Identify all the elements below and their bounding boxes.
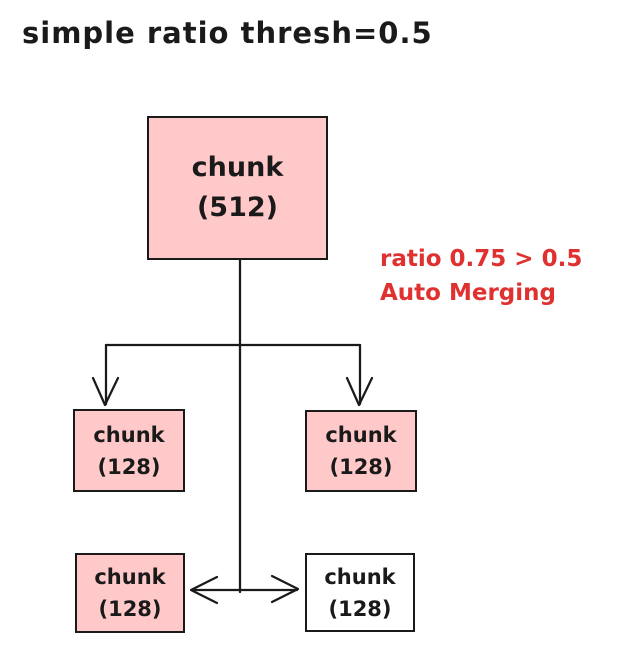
arrow-down-left-icon (91, 376, 120, 407)
node-size: (128) (97, 454, 161, 479)
node-chunk-128-merged-right: chunk (128) (305, 553, 415, 632)
arrow-left-icon (189, 575, 219, 605)
node-label: chunk (325, 423, 397, 447)
node-label: chunk (324, 564, 396, 589)
node-chunk-128-child-left: chunk (128) (73, 409, 185, 492)
node-size: (128) (328, 596, 392, 621)
node-size: (128) (98, 597, 162, 621)
node-label: chunk (93, 422, 165, 447)
node-chunk-128-merged-left: chunk (128) (75, 553, 185, 633)
node-size: (512) (196, 192, 279, 223)
node-chunk-128-child-right: chunk (128) (305, 410, 417, 492)
annotation-merging-line: Auto Merging (380, 280, 556, 306)
node-label: chunk (94, 565, 166, 589)
node-chunk-512: chunk (512) (147, 116, 328, 260)
node-label: chunk (191, 152, 284, 183)
arrow-down-right-icon (345, 376, 374, 407)
node-size: (128) (329, 455, 393, 479)
diagram-title: simple ratio thresh=0.5 (22, 16, 433, 50)
annotation-ratio-line: ratio 0.75 > 0.5 (380, 246, 583, 272)
arrow-right-icon (270, 574, 300, 604)
merge-annotation: ratio 0.75 > 0.5 Auto Merging (380, 242, 582, 310)
